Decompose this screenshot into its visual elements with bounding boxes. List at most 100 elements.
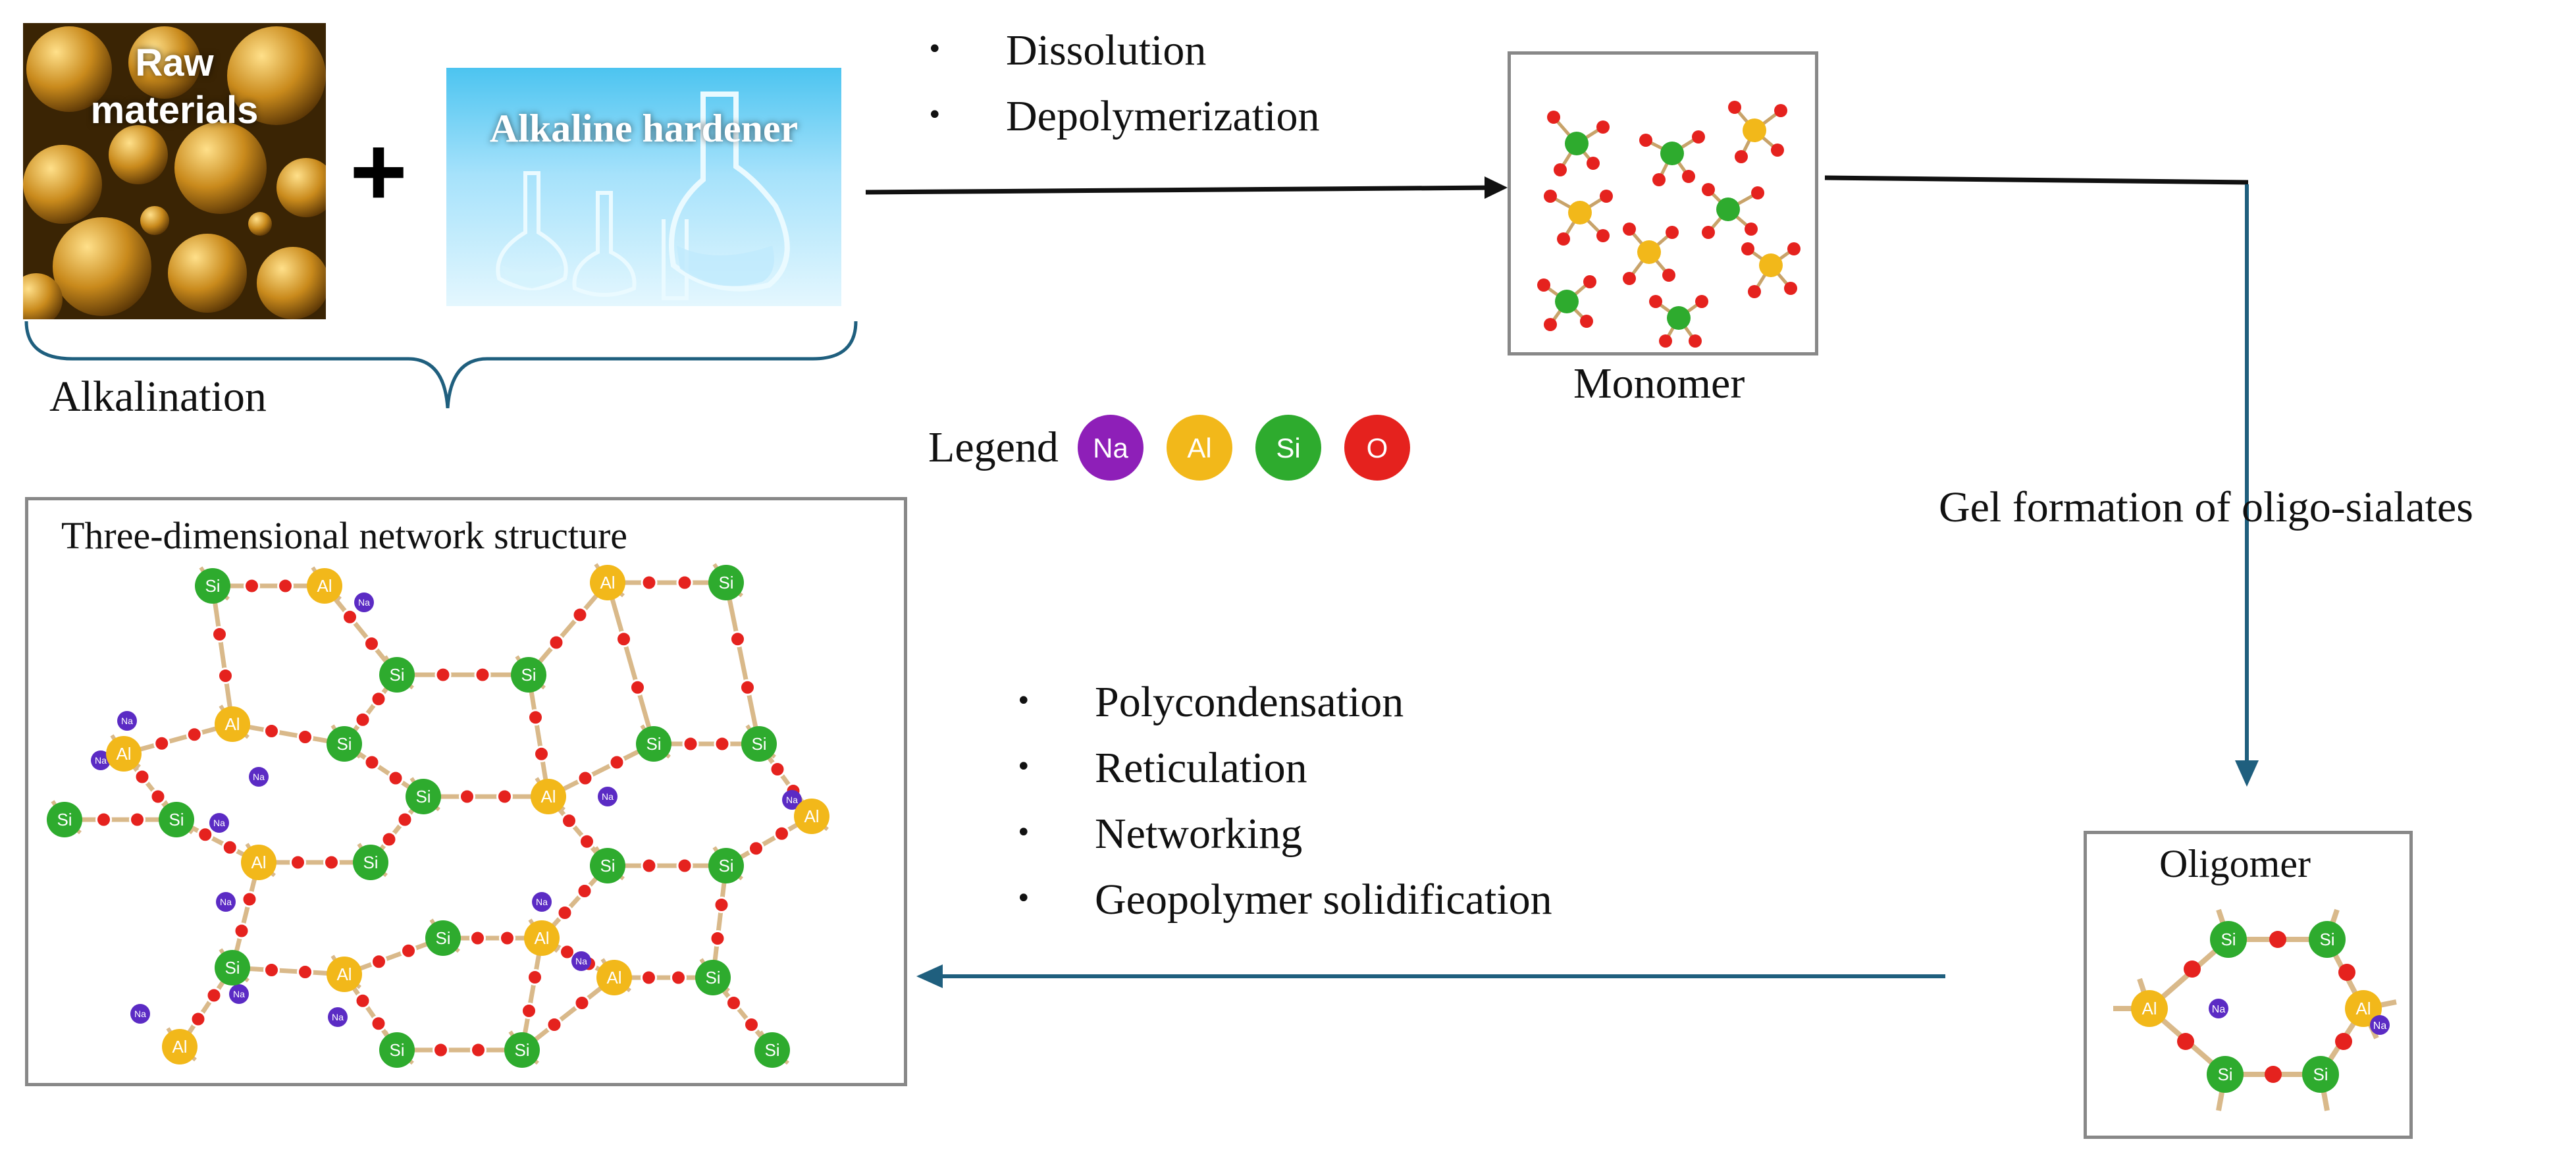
network-oxygen-atom bbox=[217, 668, 234, 684]
network-atom-si: Si bbox=[353, 845, 388, 880]
network-oxygen-atom bbox=[470, 1041, 486, 1059]
legend-atom-o: O bbox=[1344, 415, 1410, 481]
network-atom-al: Al bbox=[794, 799, 829, 834]
step3-item: •Geopolymer solidification bbox=[1016, 876, 1552, 924]
svg-text:Na: Na bbox=[1093, 433, 1128, 463]
svg-text:Al: Al bbox=[1187, 433, 1211, 463]
network-oxygen-atom bbox=[573, 995, 591, 1011]
network-oxygen-atom bbox=[433, 1041, 449, 1059]
arrow-to-monomer-head bbox=[1485, 176, 1508, 199]
network-bond bbox=[710, 865, 729, 978]
network-oxygen-atom bbox=[739, 679, 756, 696]
network-atom-si: Si bbox=[47, 802, 82, 837]
network-bond bbox=[123, 722, 233, 756]
network-oxygen-atom bbox=[521, 1003, 537, 1019]
network-oxygen-atoms bbox=[95, 574, 802, 1059]
network-atom-al: Al bbox=[106, 736, 142, 772]
network-oxygen-atom bbox=[579, 833, 595, 850]
network-bond bbox=[519, 937, 544, 1051]
monomer-box bbox=[1508, 51, 1818, 355]
network-bond bbox=[210, 585, 235, 725]
network-bond bbox=[605, 582, 656, 745]
network-atom-na: Na bbox=[117, 711, 137, 731]
svg-text:Si: Si bbox=[600, 856, 615, 876]
network-atom-si: Si bbox=[504, 1032, 540, 1068]
legend-title: Legend bbox=[928, 423, 1059, 471]
oligomer-oxygen-atoms bbox=[2177, 931, 2355, 1083]
network-atom-al: Al bbox=[596, 960, 632, 995]
oligomer-ring: Al Si Si Al Si Si Na Na bbox=[2113, 908, 2397, 1111]
svg-text:Si: Si bbox=[751, 734, 766, 754]
network-atom-si: Si bbox=[195, 568, 230, 604]
legend-atoms: Na Al Si O bbox=[1077, 415, 1410, 481]
network-oxygen-atom bbox=[670, 969, 687, 986]
network-oxygen-atom bbox=[725, 995, 742, 1011]
network-atom-na: Na bbox=[328, 1007, 348, 1027]
svg-text:Si: Si bbox=[764, 1040, 779, 1060]
svg-text:Na: Na bbox=[2373, 1020, 2387, 1032]
network-atom-na: Na bbox=[130, 1004, 150, 1024]
svg-text:Si: Si bbox=[705, 968, 720, 987]
svg-text:Al: Al bbox=[534, 928, 549, 948]
legend-atom-al: Al bbox=[1166, 415, 1232, 481]
network-atom-si: Si bbox=[159, 802, 194, 837]
step3-item: •Polycondensation bbox=[1016, 678, 1404, 726]
plus-sign: + bbox=[350, 116, 407, 226]
oligomer-sodium-atoms: Na Na bbox=[2209, 999, 2390, 1035]
svg-text:Al: Al bbox=[116, 744, 131, 764]
svg-text:Si: Si bbox=[2221, 930, 2236, 949]
network-bond bbox=[323, 584, 399, 677]
network-bond bbox=[230, 862, 261, 968]
network-oxygen-atom bbox=[277, 577, 294, 594]
network-atom-na: Na bbox=[91, 750, 111, 770]
monomer-label: Monomer bbox=[1573, 359, 1745, 407]
network-oxygen-atom bbox=[323, 854, 340, 871]
network-oxygen-atom bbox=[363, 635, 380, 652]
svg-text:Na: Na bbox=[253, 772, 265, 782]
network-oxygen-atom bbox=[499, 930, 515, 947]
gel-formation-label: Gel formation of oligo-sialates bbox=[1939, 483, 2473, 531]
svg-text:Si: Si bbox=[57, 810, 72, 829]
network-oxygen-atom bbox=[629, 679, 646, 696]
network-oxygen-atom bbox=[641, 857, 658, 874]
svg-text:Si: Si bbox=[435, 928, 450, 948]
legend-atom-na: Na bbox=[1077, 415, 1143, 481]
network-title: Three-dimensional network structure bbox=[61, 514, 628, 557]
svg-text:Si: Si bbox=[2319, 930, 2334, 949]
network-atom-si: Si bbox=[708, 848, 744, 883]
network-oxygen-atom bbox=[713, 897, 730, 913]
network-atom-na: Na bbox=[532, 892, 552, 912]
raw-materials-label: Raw materials bbox=[90, 41, 259, 132]
network-atom-si: Si bbox=[425, 920, 461, 956]
network-oxygen-atom bbox=[205, 987, 223, 1004]
svg-text:Si: Si bbox=[2217, 1064, 2232, 1084]
svg-text:Si: Si bbox=[1276, 433, 1300, 463]
step1-item: •Depolymerization bbox=[927, 92, 1320, 140]
network-oxygen-atom bbox=[571, 606, 589, 623]
arrow-to-oligomer-head bbox=[2235, 760, 2259, 787]
network-oxygen-atom bbox=[244, 577, 260, 594]
svg-text:Na: Na bbox=[602, 791, 614, 802]
network-oxygen-atom bbox=[459, 788, 475, 805]
network-oxygen-atom bbox=[354, 711, 371, 728]
network-atom-si: Si bbox=[379, 1032, 415, 1068]
network-oxygen-atom bbox=[354, 992, 371, 1009]
svg-text:Na: Na bbox=[233, 989, 245, 999]
network-oxygen-atom bbox=[709, 930, 726, 947]
network-atom-na: Na bbox=[782, 790, 802, 810]
network-atom-si: Si bbox=[590, 848, 625, 883]
network-atom-si: Si bbox=[695, 960, 731, 995]
svg-text:Al: Al bbox=[317, 576, 332, 596]
svg-text:Na: Na bbox=[95, 755, 107, 766]
svg-text:Al: Al bbox=[2355, 999, 2371, 1018]
oligomer-central-atoms: Al Si Si Al Si Si bbox=[2131, 921, 2382, 1093]
network-oxygen-atom bbox=[263, 962, 280, 978]
network-oxygen-atom bbox=[371, 953, 387, 970]
network-atom-na: Na bbox=[209, 813, 229, 833]
svg-text:Na: Na bbox=[121, 716, 133, 726]
network-atom-na: Na bbox=[216, 892, 236, 912]
oligomer-box: Oligomer Al Si Si Al Si bbox=[2084, 831, 2413, 1139]
network-oxygen-atom bbox=[400, 942, 417, 959]
